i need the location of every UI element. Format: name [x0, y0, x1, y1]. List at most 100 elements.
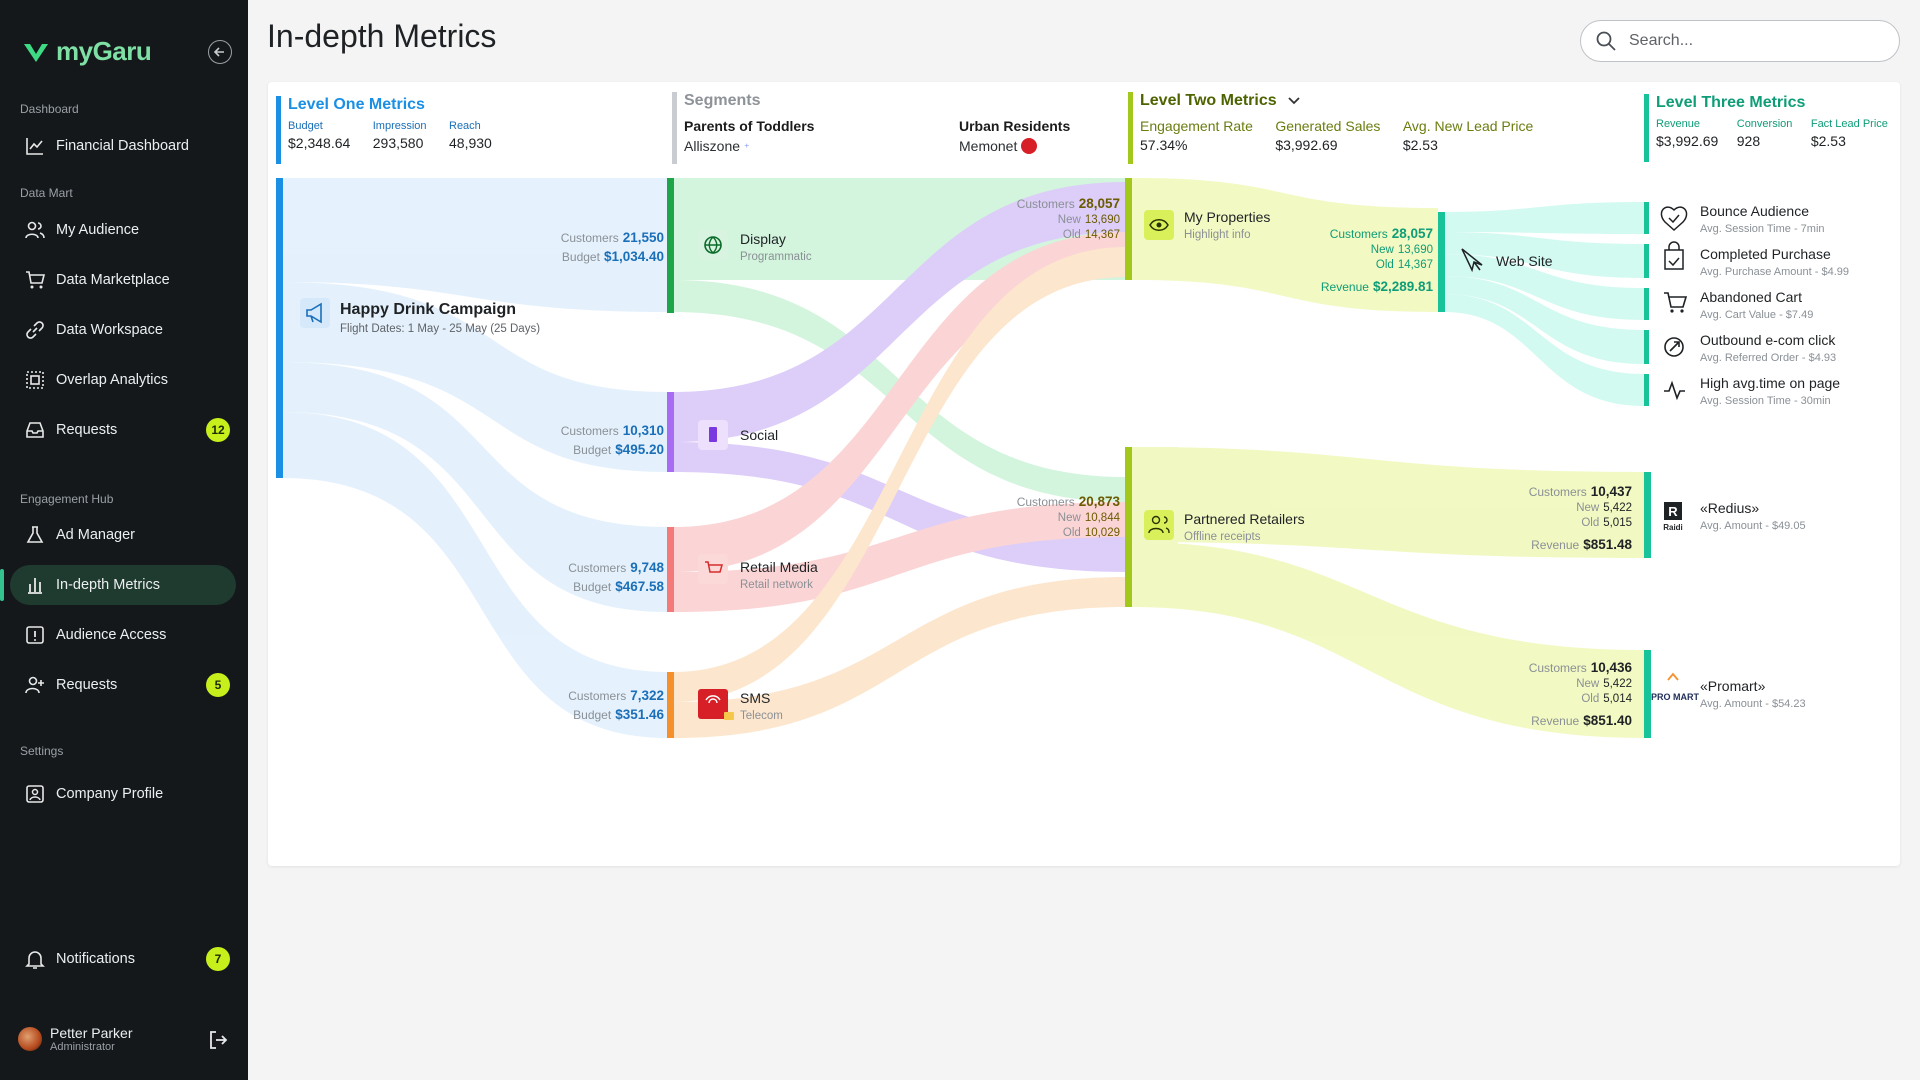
flow-display-my-properties — [673, 178, 1126, 280]
bounce-node-bar — [1644, 202, 1649, 234]
out-customers-label: Customers — [1529, 661, 1587, 675]
node-web-site[interactable]: Web Site — [1461, 248, 1553, 273]
in-customers-label: Customers — [1017, 197, 1075, 211]
sidebar-item-label: Notifications — [56, 951, 135, 967]
raidi-logo-icon — [1664, 502, 1682, 520]
target-name: High avg.time on page — [1700, 375, 1840, 391]
collapse-sidebar-button[interactable] — [208, 40, 232, 64]
promart-node-bar — [1644, 650, 1651, 738]
target-redius[interactable]: R Raidi «Redius» Avg. Amount - $49.05 — [1663, 500, 1805, 532]
sidebar-item-in-depth-metrics[interactable]: In-depth Metrics — [0, 565, 236, 605]
flow-website-outbound — [1444, 276, 1644, 364]
metric-value: $3,992.69 — [1275, 137, 1338, 153]
user-role: Administrator — [50, 1041, 115, 1053]
target-outbound-click[interactable]: Outbound e-com click Avg. Referred Order… — [1664, 332, 1836, 364]
section-engagement-hub: Engagement Hub — [20, 492, 114, 506]
flow-website-cart — [1444, 254, 1644, 320]
retailer-name: «Redius» — [1700, 500, 1759, 516]
channel-budget-label: Budget — [573, 708, 612, 722]
users-icon — [1144, 510, 1174, 540]
outbound-node-bar — [1644, 330, 1649, 364]
flow-retail-my-properties — [673, 232, 1126, 572]
search-box[interactable] — [1580, 20, 1900, 62]
metric-fact-lead-price: Fact Lead Price$2.53 — [1811, 118, 1888, 149]
out-revenue-label: Revenue — [1321, 280, 1369, 294]
level-two-title: Level Two Metrics — [1140, 92, 1277, 109]
retailer-logo-text: PRO MART — [1651, 692, 1699, 702]
profile-card-icon — [24, 783, 46, 805]
flow-display-partnered — [673, 280, 1126, 502]
search-input[interactable] — [1629, 32, 1869, 50]
sidebar-item-financial-dashboard[interactable]: Financial Dashboard — [10, 126, 236, 166]
website-node-bar — [1438, 212, 1445, 312]
channel-social[interactable]: Social — [698, 420, 778, 450]
channel-budget-value: $495.20 — [615, 442, 664, 457]
channel-sms[interactable]: SMS Telecom — [698, 689, 783, 722]
sidebar-item-data-marketplace[interactable]: Data Marketplace — [10, 260, 236, 300]
flow-campaign-retail — [282, 362, 668, 612]
node-name: Partnered Retailers — [1184, 511, 1305, 527]
channel-budget-label: Budget — [573, 580, 612, 594]
node-my-properties[interactable]: My Properties Highlight info — [1144, 209, 1270, 241]
channel-customers-label: Customers — [568, 561, 626, 575]
sidebar-item-data-workspace[interactable]: Data Workspace — [10, 310, 236, 350]
out-customers-value: 10,436 — [1591, 660, 1633, 675]
target-completed-purchase[interactable]: Completed Purchase Avg. Purchase Amount … — [1664, 241, 1849, 278]
target-high-time-on-page[interactable]: High avg.time on page Avg. Session Time … — [1664, 375, 1840, 407]
node-partnered-retailers[interactable]: Partnered Retailers Offline receipts — [1144, 510, 1305, 543]
cursor-icon — [1461, 248, 1483, 273]
sidebar-item-label: Data Workspace — [56, 322, 163, 338]
level-one-bar — [276, 96, 281, 164]
campaign-dates: Flight Dates: 1 May - 25 May (25 Days) — [340, 323, 540, 335]
metric-revenue: Revenue$3,992.69 — [1656, 118, 1718, 149]
overlap-icon — [24, 369, 46, 391]
app-logo[interactable]: myGaru — [22, 36, 152, 67]
in-new-label: New — [1058, 512, 1082, 524]
segment-urban-residents[interactable]: Urban Residents Memonet — [959, 118, 1070, 154]
segment-parents-of-toddlers[interactable]: Parents of Toddlers Alliszone ⁺ — [684, 118, 814, 154]
logout-button[interactable] — [206, 1028, 230, 1057]
megaphone-icon-glyph — [306, 302, 322, 324]
sidebar-item-engagement-requests[interactable]: Requests 5 — [10, 665, 236, 705]
sidebar-item-my-audience[interactable]: My Audience — [10, 210, 236, 250]
partnered-node-bar — [1125, 447, 1132, 607]
sidebar-item-audience-access[interactable]: Audience Access — [10, 615, 236, 655]
in-new-label: New — [1058, 214, 1082, 226]
svg-text:Budget$467.58: Budget$467.58 — [573, 579, 664, 594]
target-bounce-audience[interactable]: Bounce Audience Avg. Session Time - 7min — [1660, 203, 1825, 235]
metric-generated-sales: Generated Sales$3,992.69 — [1275, 118, 1380, 153]
channel-name: Display — [740, 231, 786, 247]
target-abandoned-cart[interactable]: Abandoned Cart Avg. Cart Value - $7.49 — [1664, 289, 1813, 321]
sidebar-item-ad-manager[interactable]: Ad Manager — [10, 515, 236, 555]
channel-retail-media[interactable]: Retail Media Retail network — [698, 554, 818, 591]
out-old-label: Old — [1581, 693, 1599, 705]
section-dashboard: Dashboard — [20, 102, 79, 116]
in-old-value: 10,029 — [1085, 527, 1120, 539]
target-name: Outbound e-com click — [1700, 332, 1836, 348]
sidebar-item-requests[interactable]: Requests 12 — [10, 410, 236, 450]
out-new-value: 13,690 — [1398, 244, 1433, 256]
sidebar-item-notifications[interactable]: Notifications 7 — [10, 939, 236, 979]
in-customers-value: 28,057 — [1079, 196, 1120, 211]
level-two-dropdown[interactable]: Level Two Metrics — [1140, 92, 1568, 110]
user-profile[interactable]: Petter Parker Administrator — [18, 1025, 132, 1053]
app-name: myGaru — [56, 36, 152, 66]
target-sub: Avg. Session Time - 30min — [1700, 395, 1831, 407]
channel-display[interactable]: Display Programmatic — [698, 230, 812, 263]
level-three-header: Level Three Metrics Revenue$3,992.69 Con… — [1644, 94, 1900, 162]
metric-value: 928 — [1736, 133, 1761, 149]
cart-icon — [24, 269, 46, 291]
retailer-name: «Promart» — [1700, 678, 1766, 694]
page-title: In-depth Metrics — [267, 18, 497, 54]
sidebar-item-company-profile[interactable]: Company Profile — [10, 774, 236, 814]
users-icon — [24, 219, 46, 241]
metrics-card: Level One Metrics Budget$2,348.64 Impres… — [268, 82, 1900, 866]
target-promart[interactable]: PRO MART «Promart» Avg. Amount - $54.23 — [1651, 672, 1806, 710]
sidebar-item-overlap-analytics[interactable]: Overlap Analytics — [10, 360, 236, 400]
segments-title: Segments — [684, 92, 761, 109]
metric-label: Revenue — [1656, 118, 1701, 130]
